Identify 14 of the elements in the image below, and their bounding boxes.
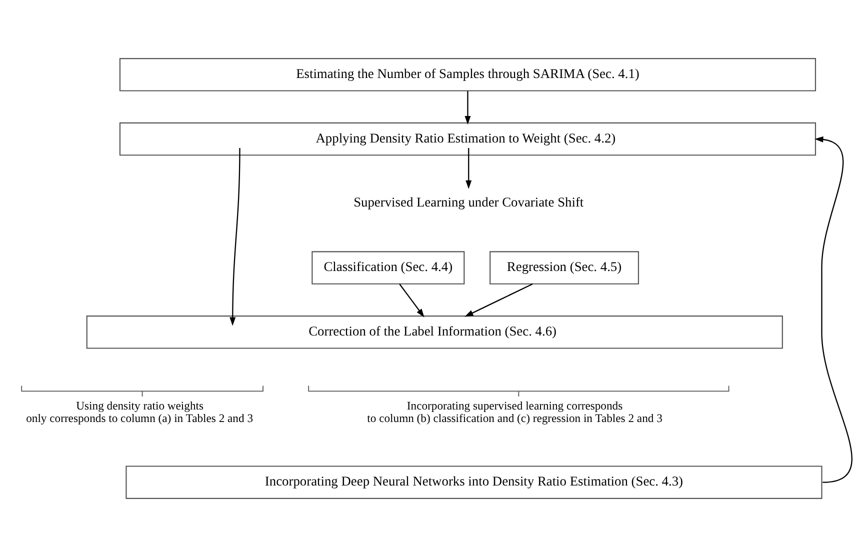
arrow bbox=[464, 90, 471, 124]
arrow bbox=[466, 147, 472, 188]
node-box: Classification (Sec. 4.4) bbox=[312, 250, 465, 284]
label: Incorporating supervised learning corresponds to column (b) classification and (c) regression in Tables 2 and 3 bbox=[367, 398, 662, 424]
label: Using density ratio weights only corresponds to column (a) in Tables 2 and 3 bbox=[26, 398, 254, 424]
node-box: Regression (Sec. 4.5) bbox=[490, 250, 640, 284]
node-box: Applying Density Ratio Estimation to Weight (Sec. 4.2) bbox=[119, 122, 816, 156]
node-box: Estimating the Number of Samples through SARIMA (Sec. 4.1) bbox=[119, 58, 816, 91]
arrow bbox=[464, 282, 533, 316]
arrow bbox=[230, 147, 240, 326]
arrow bbox=[814, 136, 852, 482]
node-box: Incorporating Deep Neural Networks into Density Ratio Estimation (Sec. 4.3) bbox=[126, 465, 822, 498]
arrow bbox=[399, 283, 424, 317]
node-text: Supervised Learning under Covariate Shift bbox=[354, 194, 584, 210]
